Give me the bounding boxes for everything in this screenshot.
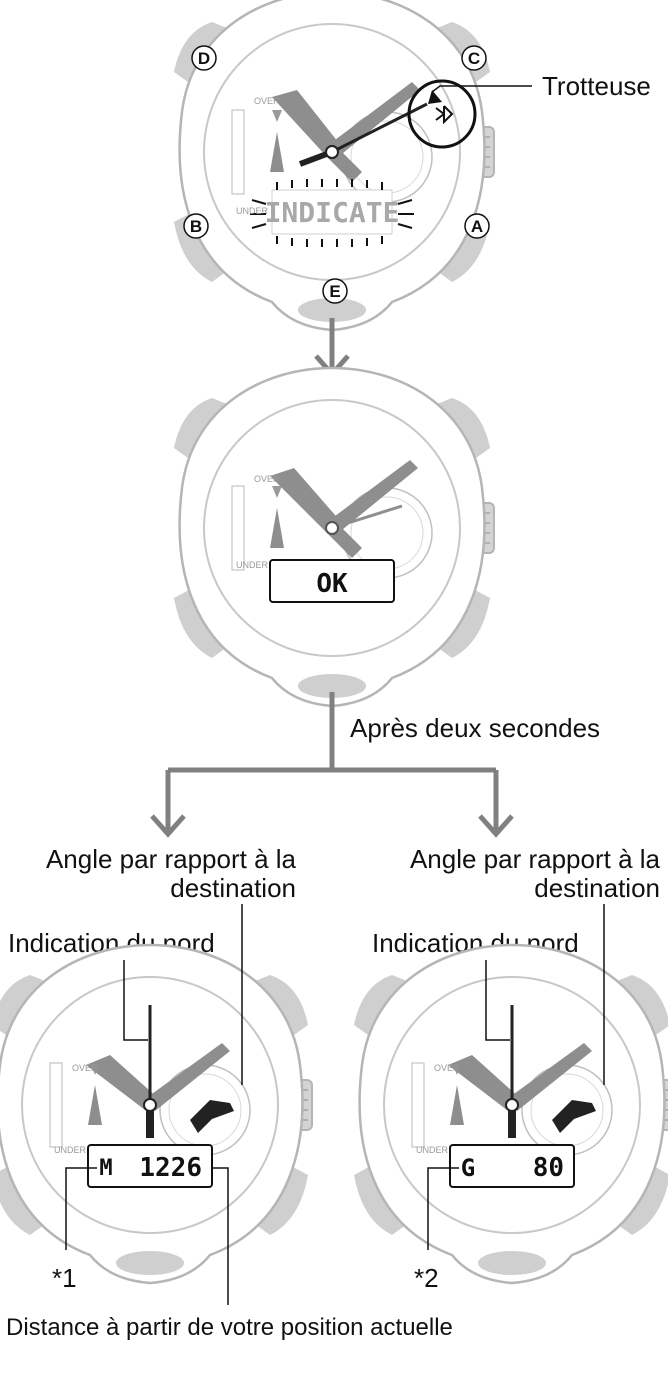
lcd-frame bbox=[87, 1144, 213, 1188]
lcd-frame bbox=[449, 1144, 575, 1188]
second-hand bbox=[331, 102, 428, 154]
distance-label: Distance à partir de votre position actu… bbox=[6, 1314, 453, 1341]
lcd-frame bbox=[269, 559, 395, 603]
over-label: OVER bbox=[254, 96, 280, 106]
angle-label-left-1: Angle par rapport à la bbox=[46, 844, 297, 874]
over-label: OVER bbox=[434, 1063, 460, 1073]
direction-hand bbox=[190, 1100, 234, 1133]
over-label: OVER bbox=[72, 1063, 98, 1073]
button-a: A bbox=[464, 213, 490, 239]
minute-hand bbox=[448, 1055, 522, 1110]
flash-lines bbox=[250, 179, 414, 247]
lcd-indicate: INDICATE bbox=[265, 196, 400, 229]
flow-split bbox=[150, 692, 514, 838]
svg-text:B: B bbox=[190, 217, 202, 236]
svg-text:E: E bbox=[329, 282, 340, 301]
svg-text:C: C bbox=[468, 49, 480, 68]
lcd-ok: OK bbox=[316, 569, 348, 599]
over-label: OVER bbox=[254, 474, 280, 484]
angle-label-right-2: destination bbox=[534, 873, 660, 903]
after-label: Après deux secondes bbox=[350, 713, 600, 743]
under-label: UNDER bbox=[236, 560, 269, 570]
north-leader-left bbox=[123, 960, 148, 1041]
lcd-glyph: M bbox=[99, 1156, 112, 1181]
highlight-circle bbox=[407, 79, 477, 149]
note2-leader bbox=[427, 1167, 459, 1250]
under-label: UNDER bbox=[54, 1145, 87, 1155]
watch-2: OK OVER UNDER bbox=[172, 366, 496, 708]
bluetooth-icon bbox=[435, 105, 454, 125]
angle-label-right-1: Angle par rapport à la bbox=[410, 844, 661, 874]
note1-leader bbox=[65, 1167, 97, 1250]
hour-hand bbox=[145, 1043, 230, 1111]
watch-3: M 1226 OVER UNDER bbox=[0, 943, 314, 1285]
minute-hand bbox=[270, 468, 342, 533]
second-hand-leader bbox=[431, 85, 532, 93]
north-leader-right bbox=[485, 960, 510, 1041]
angle-label-left-2: destination bbox=[170, 873, 296, 903]
button-b: B bbox=[183, 213, 209, 239]
note1-label: *1 bbox=[52, 1263, 77, 1293]
hour-hand bbox=[327, 82, 420, 158]
direction-hand bbox=[552, 1100, 596, 1133]
under-label: UNDER bbox=[416, 1145, 449, 1155]
under-label: UNDER bbox=[236, 206, 269, 216]
note2-label: *2 bbox=[414, 1263, 439, 1293]
distance-leader bbox=[212, 1167, 229, 1305]
minute-hand bbox=[86, 1055, 160, 1110]
button-d: D bbox=[191, 45, 217, 71]
minute-hand bbox=[272, 90, 342, 157]
hour-hand bbox=[327, 460, 418, 534]
button-e: E bbox=[322, 278, 348, 304]
watch-1: INDICATE OVER UNDER bbox=[172, 0, 496, 332]
button-c: C bbox=[461, 45, 487, 71]
svg-text:A: A bbox=[471, 217, 483, 236]
lcd-distance: 80 bbox=[533, 1153, 564, 1183]
watch-4: G 80 OVER UNDER bbox=[352, 943, 668, 1285]
lcd-glyph: G bbox=[461, 1154, 475, 1182]
hour-hand bbox=[507, 1043, 592, 1111]
second-hand-label: Trotteuse bbox=[542, 71, 651, 101]
second-hand bbox=[331, 504, 403, 530]
lcd-distance: 1226 bbox=[139, 1153, 202, 1183]
svg-text:D: D bbox=[198, 49, 210, 68]
